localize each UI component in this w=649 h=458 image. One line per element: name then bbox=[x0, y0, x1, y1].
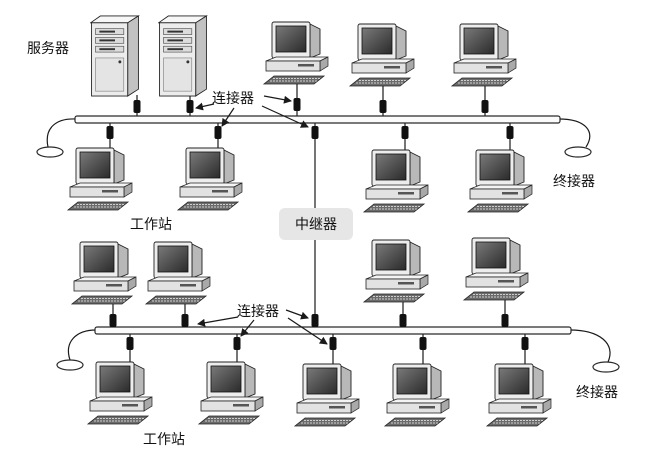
server-tower bbox=[90, 15, 139, 97]
workstation-computer bbox=[363, 239, 429, 303]
terminator-cable bbox=[46, 118, 77, 148]
connector bbox=[126, 337, 134, 350]
workstation-computer bbox=[349, 23, 415, 87]
workstation-computer bbox=[198, 361, 264, 425]
bus-cable-lower bbox=[94, 326, 572, 335]
terminator bbox=[564, 146, 592, 158]
connector bbox=[521, 337, 529, 350]
server-tower bbox=[158, 15, 207, 97]
repeater-label: 中继器 bbox=[295, 217, 337, 233]
connector-pointer-arrow bbox=[221, 107, 235, 127]
connector bbox=[501, 314, 509, 327]
bus-cable-upper bbox=[74, 115, 561, 124]
terminator bbox=[36, 146, 64, 158]
repeater-box bbox=[279, 208, 353, 240]
connector bbox=[311, 314, 319, 327]
connector bbox=[419, 337, 427, 350]
connector bbox=[214, 126, 222, 139]
connector bbox=[233, 337, 241, 350]
workstation-computer bbox=[87, 361, 153, 425]
terminator-cable bbox=[558, 118, 591, 148]
connector-pointer-arrow bbox=[195, 102, 215, 111]
connector-pointer-arrow bbox=[285, 309, 309, 320]
connectors-lower bbox=[109, 314, 529, 350]
connector bbox=[481, 100, 489, 113]
connector bbox=[506, 126, 514, 139]
workstation-label-upper: 工作站 bbox=[130, 217, 172, 233]
connector bbox=[401, 126, 409, 139]
workstation-label-lower: 工作站 bbox=[143, 432, 185, 448]
connector bbox=[186, 100, 194, 113]
connector bbox=[329, 337, 337, 350]
connector-pointer-arrow bbox=[287, 317, 328, 345]
workstation-computer bbox=[463, 237, 529, 301]
terminator bbox=[592, 361, 620, 373]
connector bbox=[293, 98, 301, 111]
connector bbox=[181, 314, 189, 327]
workstation-computer bbox=[67, 147, 133, 211]
connector-label-lower: 连接器 bbox=[237, 303, 279, 320]
connector bbox=[109, 314, 117, 327]
connector-pointer-arrow bbox=[261, 105, 309, 128]
workstation-computer bbox=[486, 363, 552, 427]
connector bbox=[399, 314, 407, 327]
workstation-computer bbox=[294, 363, 360, 427]
connector-pointer-arrow bbox=[263, 95, 292, 104]
terminator-label-lower: 终接器 bbox=[576, 384, 618, 401]
terminator bbox=[56, 359, 84, 371]
connector bbox=[106, 126, 114, 139]
terminator-cable bbox=[569, 329, 611, 363]
workstation-computer bbox=[263, 21, 329, 85]
connector bbox=[311, 126, 319, 139]
connector-pointer-arrow bbox=[197, 316, 239, 327]
terminator-label-upper: 终接器 bbox=[553, 173, 595, 190]
connector bbox=[133, 100, 141, 113]
terminator-cable bbox=[67, 329, 97, 361]
workstation-computer bbox=[384, 363, 450, 427]
workstation-computer bbox=[71, 241, 137, 305]
connector-label-upper: 连接器 bbox=[212, 90, 254, 107]
workstation-computer bbox=[363, 149, 429, 213]
workstation-computer bbox=[467, 149, 533, 213]
workstation-computer bbox=[451, 23, 517, 87]
connector-pointer-arrow bbox=[240, 319, 255, 337]
server-label: 服务器 bbox=[27, 41, 69, 57]
connector bbox=[379, 100, 387, 113]
connectors-upper bbox=[106, 98, 514, 139]
workstation-computer bbox=[145, 241, 211, 305]
workstation-computer bbox=[177, 147, 243, 211]
